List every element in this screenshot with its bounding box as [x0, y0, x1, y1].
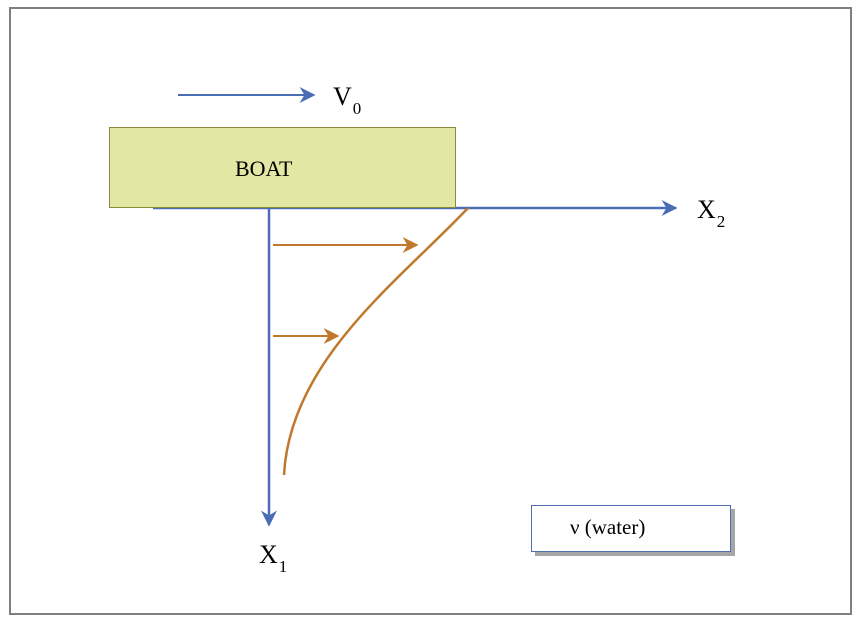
velocity-profile-curve [282, 207, 469, 476]
velocity-label: V0 [333, 82, 362, 118]
boat: BOAT [109, 127, 456, 208]
fluid-legend-box: ν (water) [531, 505, 731, 552]
fluid-legend-label: ν (water) [570, 515, 646, 539]
x2-axis-label: X2 [697, 195, 726, 231]
boat-label: BOAT [235, 156, 293, 181]
x1-axis-label: X1 [259, 540, 288, 576]
